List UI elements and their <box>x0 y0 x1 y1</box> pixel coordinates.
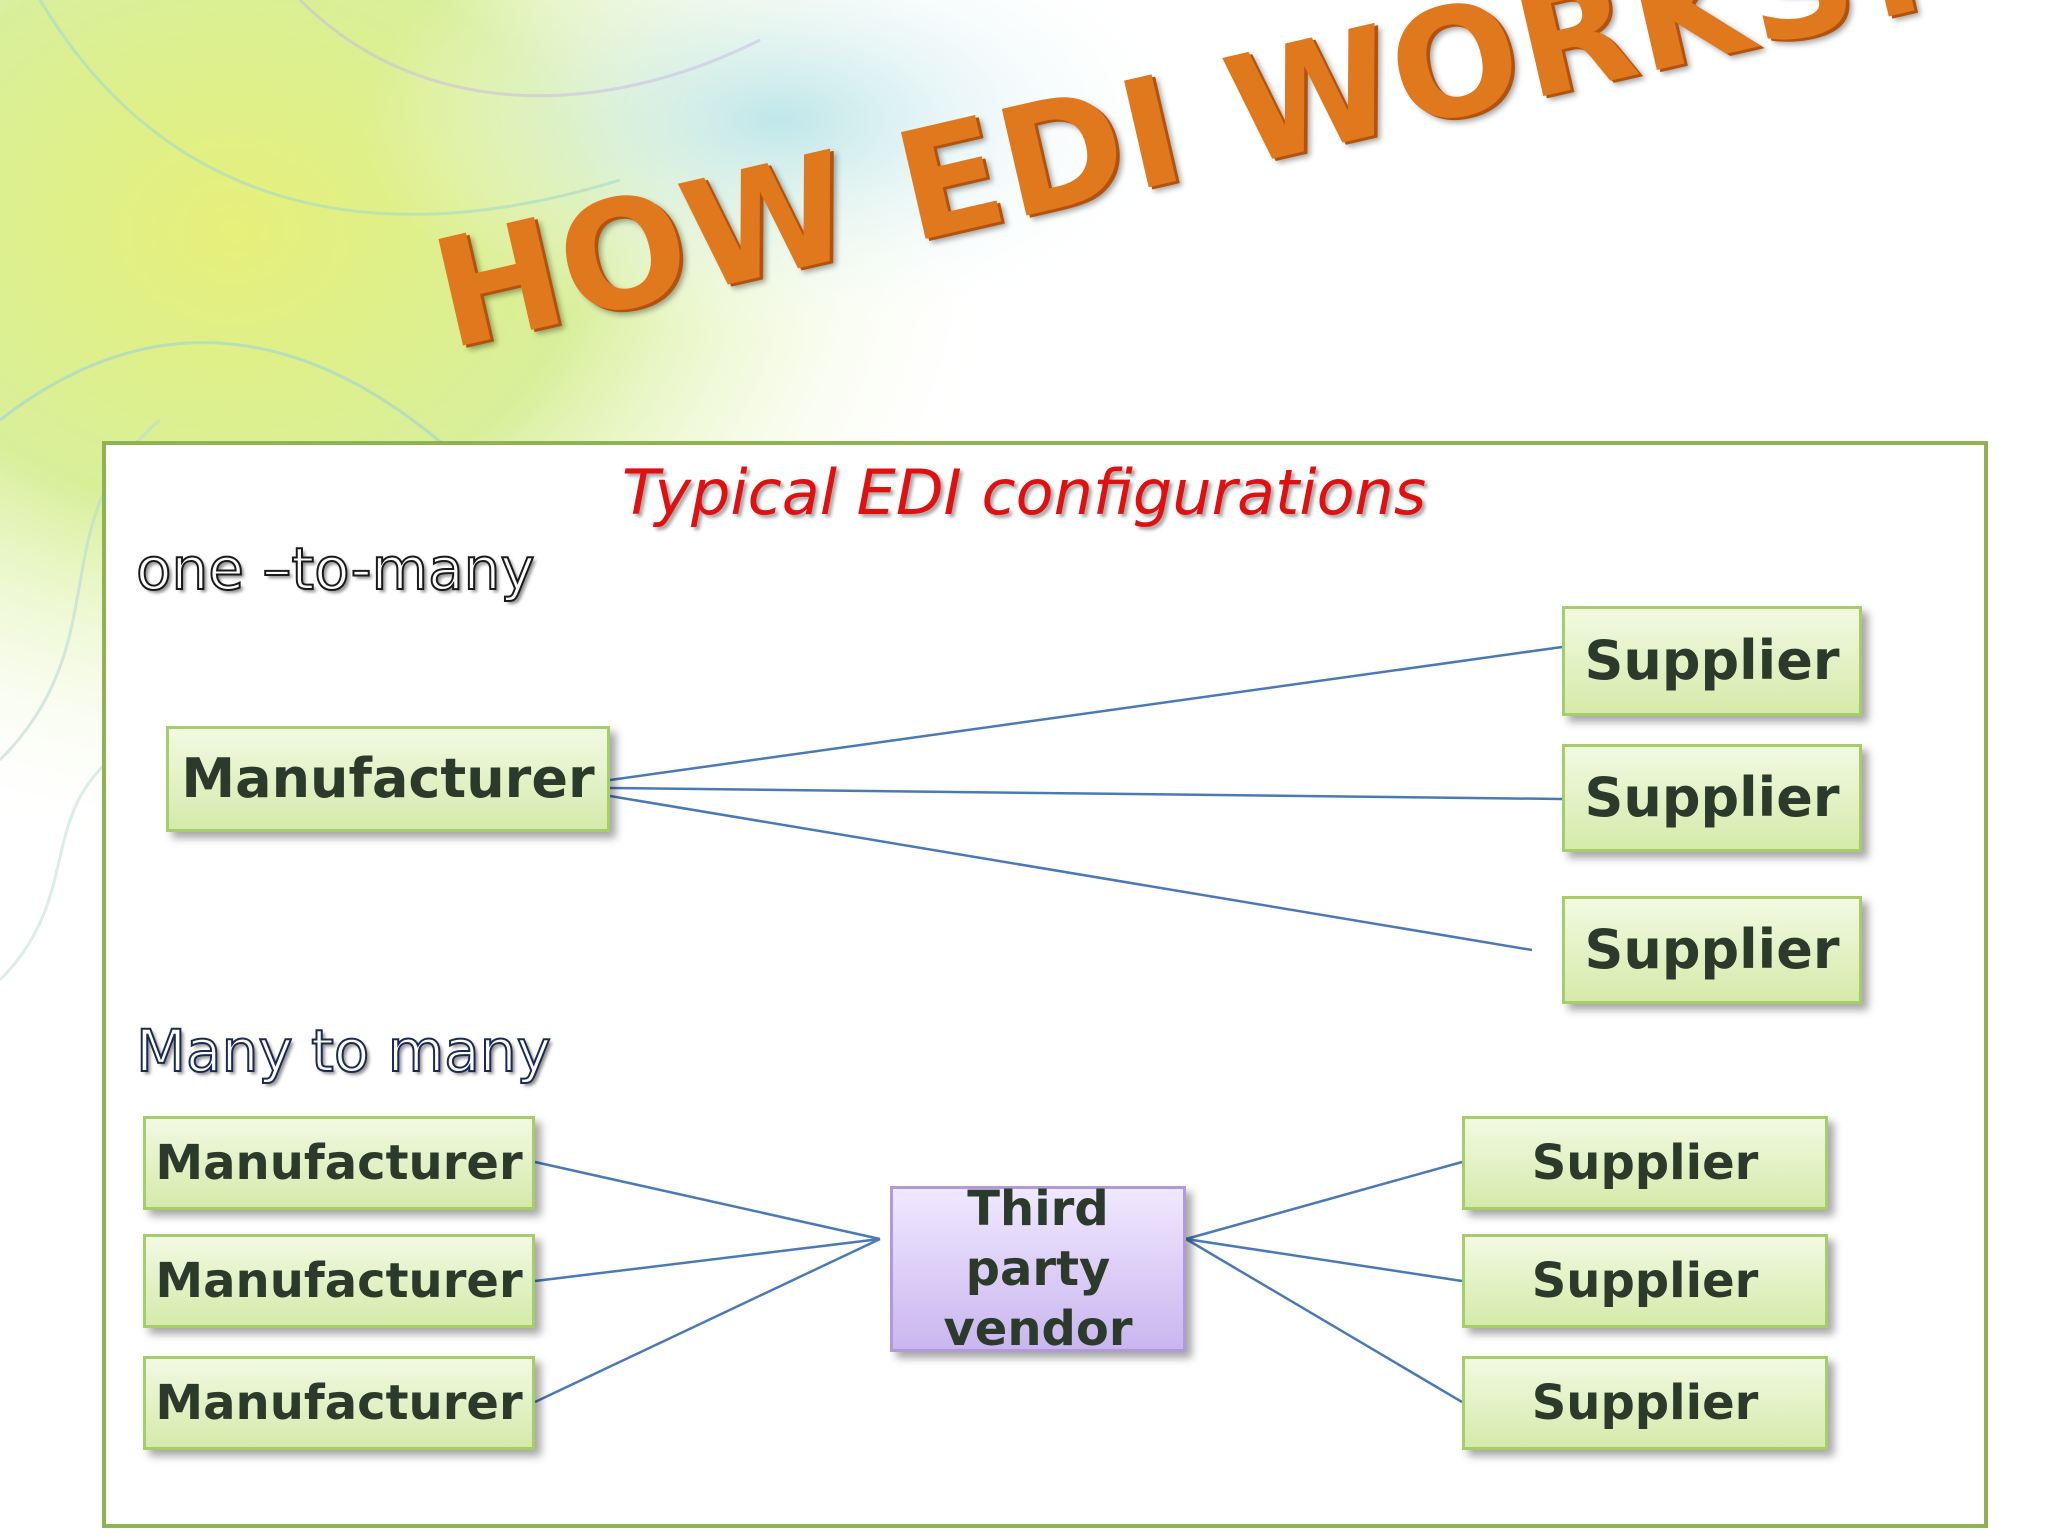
supplier-node-label: Supplier <box>1531 1253 1759 1309</box>
manufacturer-node: Manufacturer <box>143 1356 535 1450</box>
supplier-node: Supplier <box>1462 1356 1828 1450</box>
supplier-node: Supplier <box>1562 606 1862 716</box>
third-party-vendor-label: Third party vendor <box>943 1181 1133 1357</box>
diagram-subtitle: Typical EDI configurations <box>621 456 1427 529</box>
supplier-node-label: Supplier <box>1584 766 1840 830</box>
third-party-vendor-node: Third party vendor <box>890 1181 1186 1357</box>
manufacturer-node-label: Manufacturer <box>155 1253 523 1309</box>
manufacturer-node-label: Manufacturer <box>155 1375 523 1431</box>
supplier-node-label: Supplier <box>1584 629 1840 693</box>
manufacturer-node: Manufacturer <box>166 726 610 832</box>
manufacturer-node-label: Manufacturer <box>181 747 595 811</box>
supplier-node-label: Supplier <box>1531 1135 1759 1191</box>
one-to-many-label: one –to-many <box>135 535 536 603</box>
many-to-many-label: Many to many <box>135 1017 552 1085</box>
manufacturer-node: Manufacturer <box>143 1234 535 1328</box>
manufacturer-node-label: Manufacturer <box>155 1135 523 1191</box>
supplier-node: Supplier <box>1462 1116 1828 1210</box>
supplier-node-label: Supplier <box>1531 1375 1759 1431</box>
supplier-node: Supplier <box>1562 744 1862 852</box>
supplier-node: Supplier <box>1462 1234 1828 1328</box>
manufacturer-node: Manufacturer <box>143 1116 535 1210</box>
supplier-node: Supplier <box>1562 896 1862 1004</box>
supplier-node-label: Supplier <box>1584 918 1840 982</box>
